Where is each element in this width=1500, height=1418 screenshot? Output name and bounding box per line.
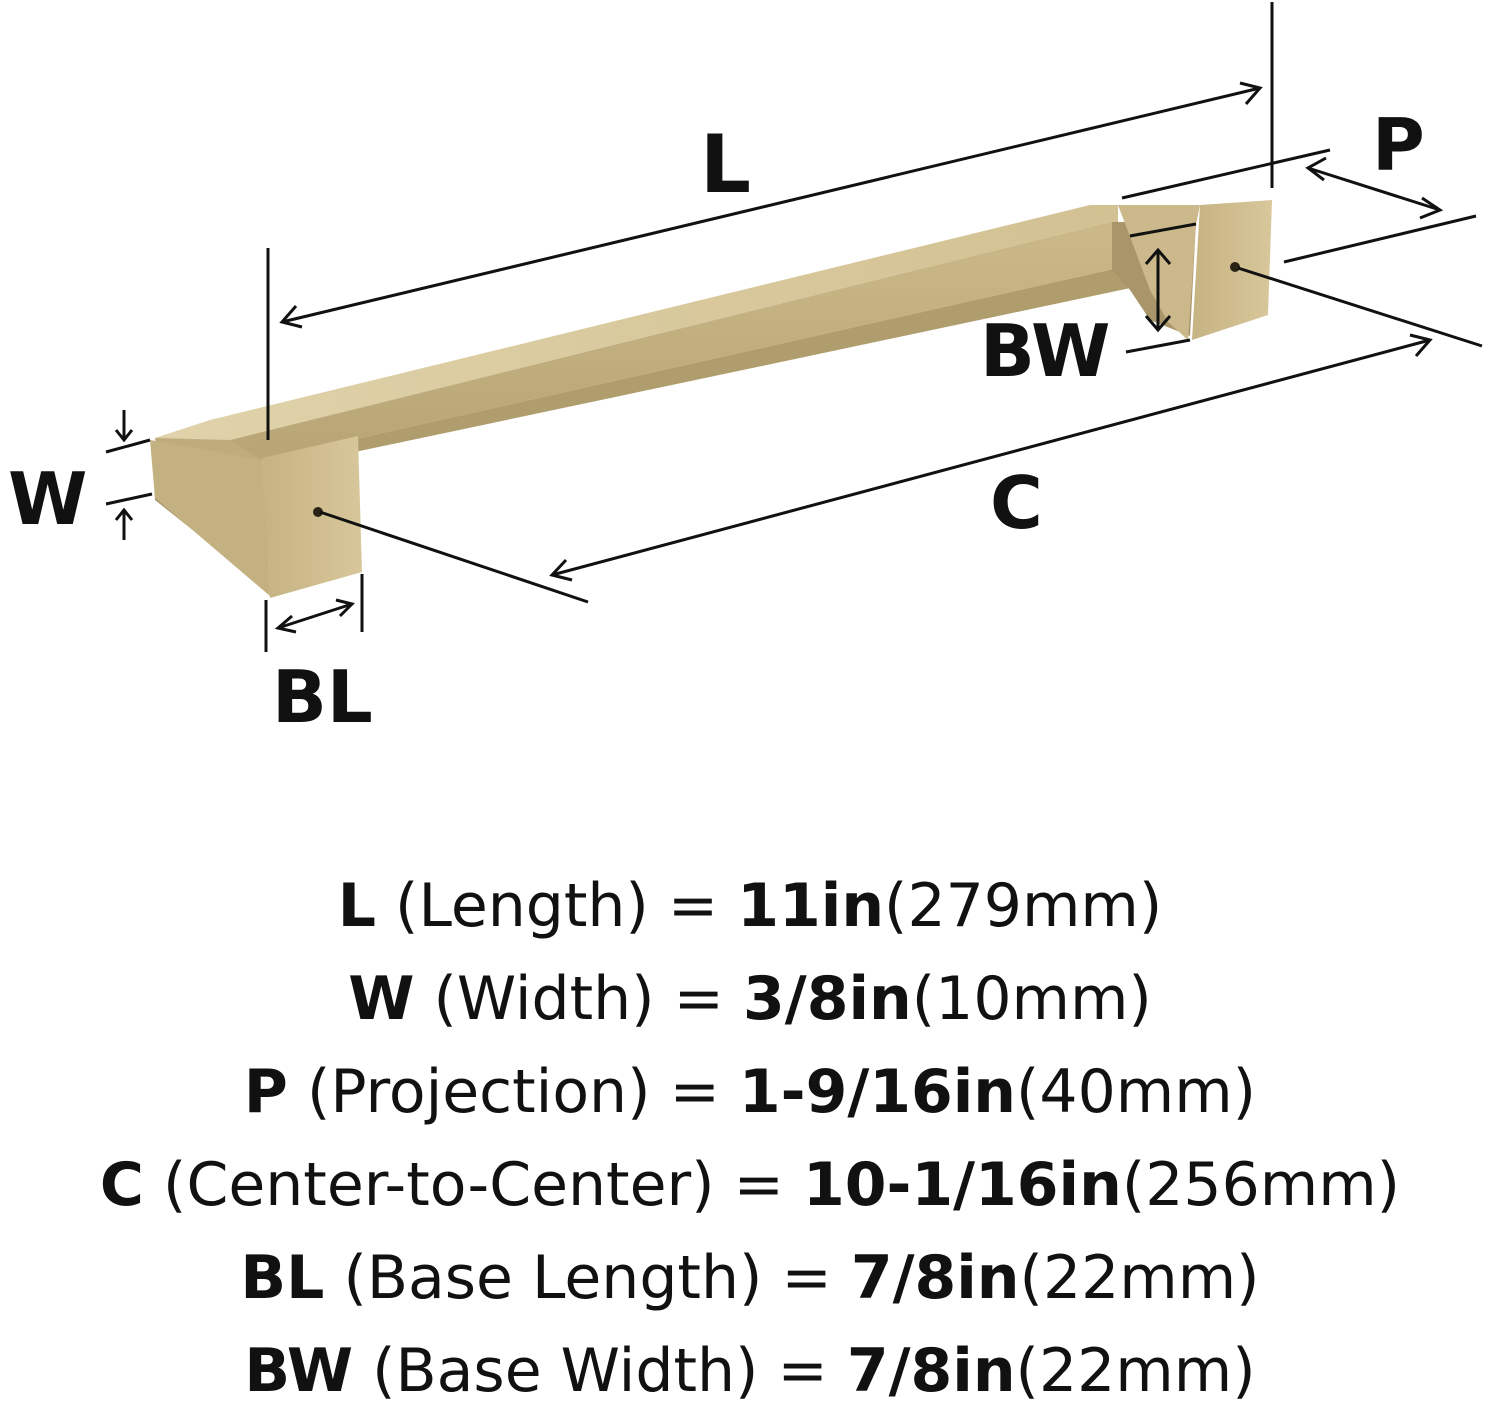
spec-metric-value: (40mm) (1016, 1057, 1257, 1127)
p-extension-top (1121, 148, 1331, 200)
left-post-face (150, 440, 270, 596)
spec-imperial-value: 11in (737, 871, 885, 941)
spec-description: (Projection) (306, 1057, 651, 1127)
w-arrowhead-top (114, 429, 134, 443)
spec-imperial-value: 10-1/16in (803, 1150, 1122, 1220)
spec-row: W (Width) = 3/8in(10mm) (0, 953, 1500, 1046)
c-arrowhead-left (549, 558, 573, 582)
spec-imperial-value: 7/8in (846, 1336, 1016, 1406)
p-arrowhead-left (1305, 156, 1327, 182)
diagram-canvas: L P BW W C BL (8, 2, 1483, 739)
spec-imperial-value: 7/8in (850, 1243, 1020, 1313)
c-dimension-line (551, 338, 1431, 577)
spec-equals: = (781, 1243, 832, 1313)
spec-row: P (Projection) = 1-9/16in(40mm) (0, 1046, 1500, 1139)
pull-handle (150, 200, 1272, 598)
spec-metric-value: (256mm) (1121, 1150, 1401, 1220)
spec-metric-value: (10mm) (911, 964, 1152, 1034)
spec-row: L (Length) = 11in(279mm) (0, 860, 1500, 953)
bl-dimension-line (277, 602, 353, 630)
label-l: L (700, 118, 751, 211)
c-extension-right (1237, 266, 1483, 348)
spec-metric-value: (279mm) (884, 871, 1163, 941)
left-base-plate (262, 436, 362, 598)
label-bl: BL (272, 655, 373, 739)
w-arrowhead-bottom (114, 507, 134, 521)
spec-description: (Base Width) (372, 1336, 759, 1406)
bl-arrowhead-right (335, 598, 355, 618)
right-screw-hole (1230, 262, 1240, 272)
spec-code: W (348, 964, 415, 1034)
spec-description: (Width) (433, 964, 655, 1034)
spec-equals: = (733, 1150, 784, 1220)
spec-equals: = (673, 964, 724, 1034)
p-arrowhead-right (1419, 196, 1444, 220)
bw-arrowhead-top (1144, 247, 1172, 265)
spec-equals: = (669, 1057, 720, 1127)
spec-equals: = (777, 1336, 828, 1406)
spec-code: C (99, 1150, 144, 1220)
bw-extension-bottom (1125, 338, 1191, 354)
spec-imperial-value: 3/8in (743, 964, 912, 1034)
l-arrowhead-right (1239, 81, 1263, 105)
bl-arrowhead-left (274, 614, 297, 634)
dimension-spec-list: L (Length) = 11in(279mm)W (Width) = 3/8i… (0, 860, 1500, 1418)
w-extension-top (105, 438, 151, 454)
dimension-lines (105, 2, 1483, 652)
bw-arrowhead-bottom (1144, 315, 1172, 333)
bar-front-face (230, 220, 1118, 460)
label-bw: BW (980, 309, 1110, 393)
spec-description: (Length) (395, 871, 649, 941)
l-arrowhead-left (279, 305, 303, 329)
c-extension-left (319, 510, 589, 604)
spec-imperial-value: 1-9/16in (738, 1057, 1017, 1127)
pull-handle-diagram: L P BW W C BL (8, 2, 1483, 739)
bar-top-face (155, 205, 1118, 448)
spec-code: P (243, 1057, 288, 1127)
spec-description: (Base Length) (343, 1243, 763, 1313)
label-p: P (1372, 103, 1425, 187)
spec-row: BL (Base Length) = 7/8in(22mm) (0, 1232, 1500, 1325)
spec-row: BW (Base Width) = 7/8in(22mm) (0, 1325, 1500, 1418)
w-extension-bottom (105, 492, 153, 506)
label-c: C (990, 461, 1043, 545)
p-dimension-line (1307, 166, 1441, 212)
l-dimension-line (281, 86, 1261, 324)
spec-code: L (337, 871, 376, 941)
spec-equals: = (667, 871, 719, 941)
spec-code: BL (240, 1243, 325, 1313)
spec-metric-value: (22mm) (1015, 1336, 1256, 1406)
spec-metric-value: (22mm) (1019, 1243, 1260, 1313)
spec-row: C (Center-to-Center) = 10-1/16in(256mm) (0, 1139, 1500, 1232)
bw-extension-top (1129, 222, 1197, 238)
label-w: W (8, 457, 87, 541)
spec-code: BW (244, 1336, 354, 1406)
c-arrowhead-right (1409, 333, 1433, 357)
spec-description: (Center-to-Center) (163, 1150, 715, 1220)
bar-bottom-edge (262, 268, 1192, 470)
left-screw-hole (313, 507, 323, 517)
p-extension-bottom (1283, 214, 1477, 264)
